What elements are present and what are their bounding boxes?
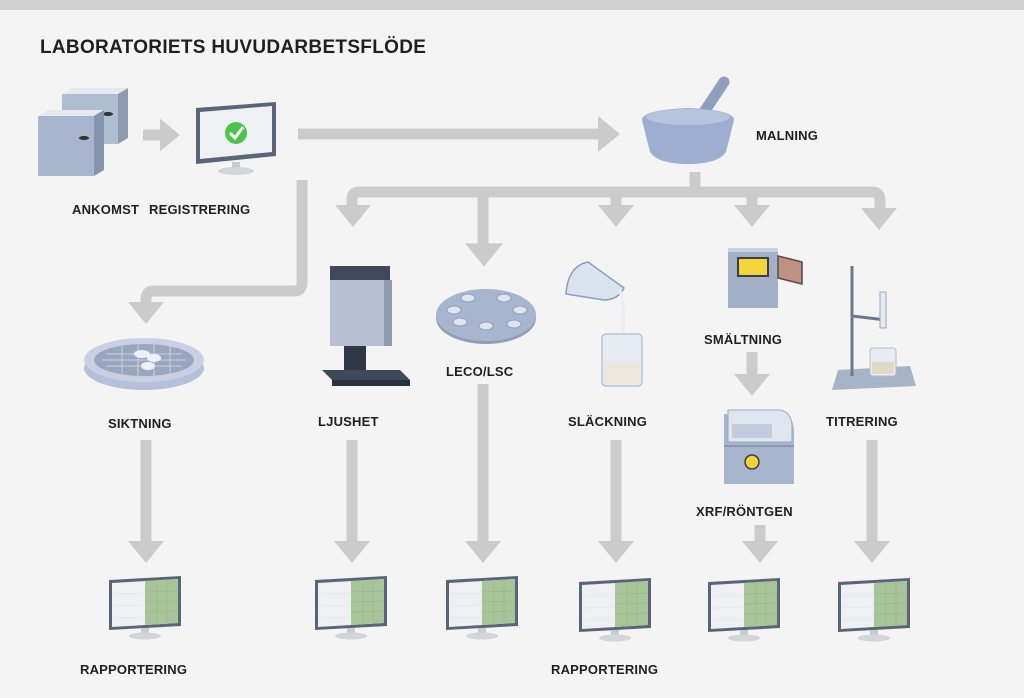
label-malning: MALNING bbox=[756, 128, 819, 143]
arrow-registrering-siktning bbox=[140, 180, 308, 305]
registration-monitor-icon bbox=[196, 102, 276, 175]
report-monitor-titrering-icon bbox=[838, 578, 910, 642]
label-ankomst: ANKOMST bbox=[72, 202, 140, 217]
label-smaltning: SMÄLTNING bbox=[704, 332, 783, 347]
label-rapportering-left: RAPPORTERING bbox=[80, 662, 188, 677]
label-titrering: TITRERING bbox=[826, 414, 898, 429]
sample-tray-icon bbox=[436, 289, 536, 344]
top-bar bbox=[0, 0, 1024, 10]
sample-boxes-icon bbox=[38, 88, 128, 176]
brightness-meter-icon bbox=[322, 266, 410, 386]
label-siktning: SIKTNING bbox=[108, 416, 172, 431]
report-monitor-slackning-icon bbox=[579, 578, 651, 642]
sieve-icon bbox=[84, 338, 204, 390]
label-leco: LECO/LSC bbox=[446, 364, 514, 379]
label-slackning: SLÄCKNING bbox=[568, 414, 648, 429]
furnace-icon bbox=[728, 248, 803, 308]
label-ljushet: LJUSHET bbox=[318, 414, 379, 429]
report-monitor-xrf-icon bbox=[708, 578, 780, 642]
mortar-pestle-icon bbox=[642, 76, 734, 164]
label-registrering: REGISTRERING bbox=[149, 202, 251, 217]
report-monitor-siktning-icon bbox=[109, 576, 181, 640]
titration-stand-icon bbox=[832, 266, 916, 390]
page-title: LABORATORIETS HUVUDARBETSFLÖDE bbox=[40, 37, 427, 58]
label-xrf: XRF/RÖNTGEN bbox=[696, 504, 793, 519]
pouring-beaker-icon bbox=[565, 261, 643, 387]
label-rapportering-right: RAPPORTERING bbox=[551, 662, 659, 677]
report-monitor-ljushet-icon bbox=[315, 576, 387, 640]
report-monitor-leco-icon bbox=[446, 576, 518, 640]
xrf-analyzer-icon bbox=[724, 409, 794, 484]
